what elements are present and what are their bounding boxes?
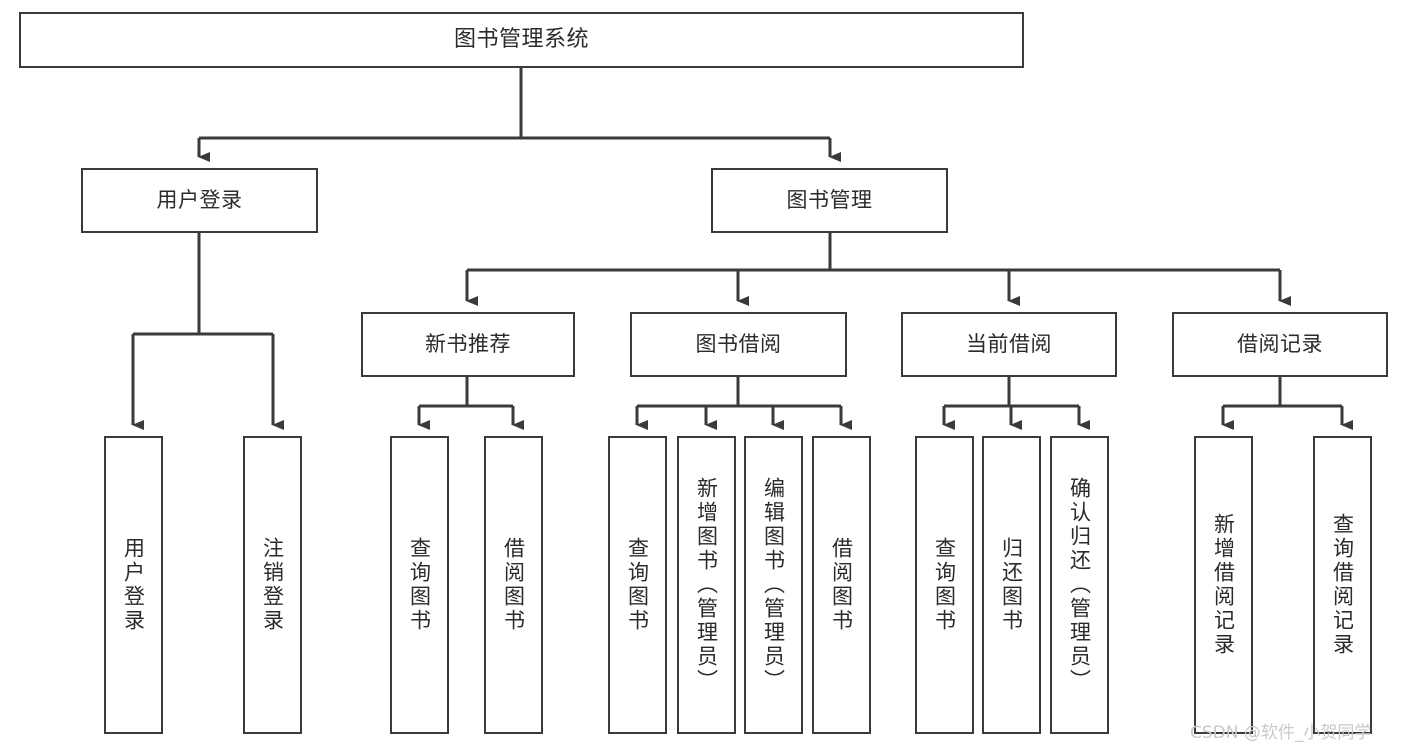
node-leaf-user-login[interactable]: 用户登录 bbox=[104, 436, 163, 734]
node-label: 借阅记录 bbox=[1237, 331, 1323, 356]
node-leaf-borrow-book-borrow[interactable]: 借阅图书 bbox=[812, 436, 871, 734]
node-new-book-recommendation[interactable]: 新书推荐 bbox=[361, 312, 575, 377]
node-label: 确认归还（管理员） bbox=[1067, 477, 1092, 693]
node-leaf-query-book-rec[interactable]: 查询图书 bbox=[390, 436, 449, 734]
node-leaf-logout-login[interactable]: 注销登录 bbox=[243, 436, 302, 734]
node-borrow-record[interactable]: 借阅记录 bbox=[1172, 312, 1388, 377]
node-current-borrow[interactable]: 当前借阅 bbox=[901, 312, 1117, 377]
node-book-borrow[interactable]: 图书借阅 bbox=[630, 312, 847, 377]
node-label: 借阅图书 bbox=[829, 537, 854, 633]
node-leaf-add-borrow-record[interactable]: 新增借阅记录 bbox=[1194, 436, 1253, 734]
node-leaf-add-book-admin[interactable]: 新增图书（管理员） bbox=[677, 436, 736, 734]
node-leaf-query-book-borrow[interactable]: 查询图书 bbox=[608, 436, 667, 734]
node-label: 新书推荐 bbox=[425, 331, 511, 356]
node-leaf-query-borrow-record[interactable]: 查询借阅记录 bbox=[1313, 436, 1372, 734]
node-leaf-query-book-current[interactable]: 查询图书 bbox=[915, 436, 974, 734]
node-label: 图书借阅 bbox=[695, 331, 782, 356]
node-label: 查询图书 bbox=[625, 537, 650, 633]
node-label: 注销登录 bbox=[260, 537, 285, 633]
node-label: 查询图书 bbox=[407, 537, 432, 633]
node-root-book-management-system[interactable]: 图书管理系统 bbox=[19, 12, 1024, 68]
node-user-login[interactable]: 用户登录 bbox=[81, 168, 318, 233]
node-leaf-edit-book-admin[interactable]: 编辑图书（管理员） bbox=[744, 436, 803, 734]
node-label: 图书管理系统 bbox=[453, 26, 589, 52]
node-label: 图书管理 bbox=[786, 187, 873, 212]
node-label: 查询图书 bbox=[932, 537, 957, 633]
node-book-management[interactable]: 图书管理 bbox=[711, 168, 948, 233]
node-label: 编辑图书（管理员） bbox=[761, 477, 786, 693]
node-label: 当前借阅 bbox=[966, 331, 1052, 356]
node-leaf-return-book[interactable]: 归还图书 bbox=[982, 436, 1041, 734]
node-leaf-confirm-return-admin[interactable]: 确认归还（管理员） bbox=[1050, 436, 1109, 734]
node-label: 新增借阅记录 bbox=[1211, 513, 1236, 657]
node-label: 用户登录 bbox=[121, 537, 146, 633]
node-label: 新增图书（管理员） bbox=[694, 477, 719, 693]
node-label: 归还图书 bbox=[999, 537, 1024, 633]
node-leaf-borrow-book-rec[interactable]: 借阅图书 bbox=[484, 436, 543, 734]
node-label: 查询借阅记录 bbox=[1330, 513, 1355, 657]
node-label: 借阅图书 bbox=[501, 537, 526, 633]
node-label: 用户登录 bbox=[156, 187, 243, 212]
